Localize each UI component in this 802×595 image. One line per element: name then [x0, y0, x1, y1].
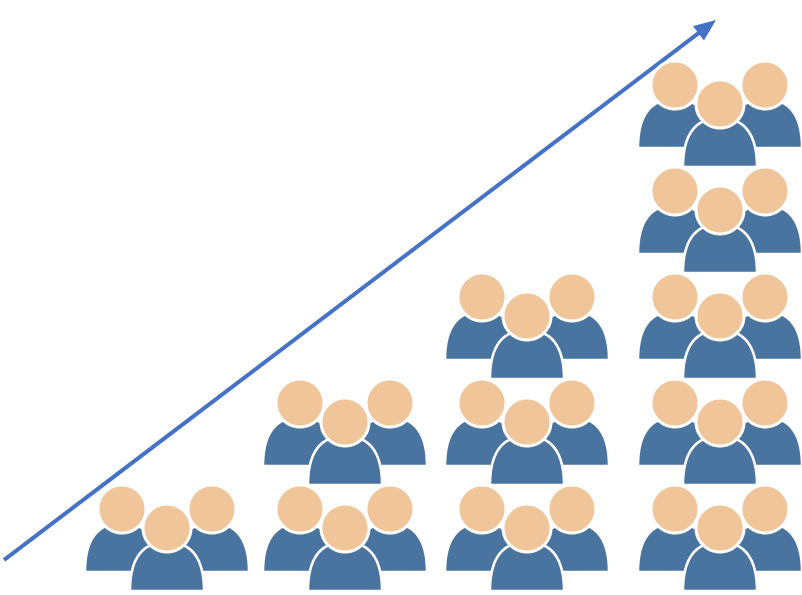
- people-group-icon: [638, 167, 802, 273]
- arrow-head-icon: [693, 20, 716, 41]
- growth-arrow: [2, 20, 716, 562]
- people-column-3: [445, 273, 609, 591]
- people-group-icon: [638, 273, 802, 379]
- arrow-line: [2, 27, 706, 562]
- people-group-icon: [445, 273, 609, 379]
- people-column-4: [638, 61, 802, 591]
- people-group-icon: [445, 485, 609, 591]
- people-group-icon: [85, 485, 249, 591]
- people-groups: [85, 61, 802, 591]
- people-group-icon: [638, 61, 802, 167]
- people-column-1: [85, 485, 249, 591]
- people-group-icon: [263, 485, 427, 591]
- people-column-2: [263, 379, 427, 591]
- people-group-icon: [263, 379, 427, 485]
- people-group-icon: [638, 379, 802, 485]
- people-group-icon: [445, 379, 609, 485]
- people-group-icon: [638, 485, 802, 591]
